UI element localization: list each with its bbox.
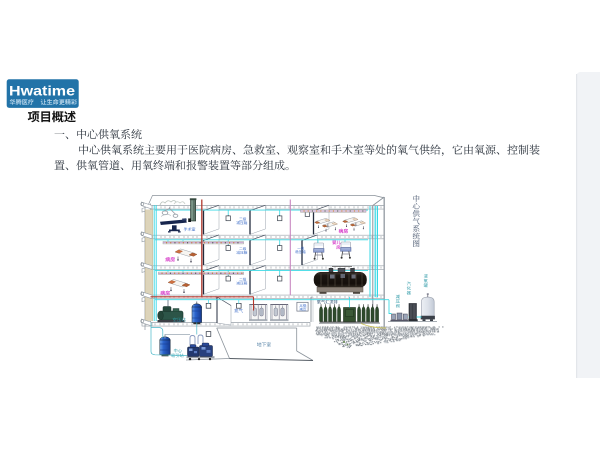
svg-text:Hwatime: Hwatime — [9, 84, 75, 100]
